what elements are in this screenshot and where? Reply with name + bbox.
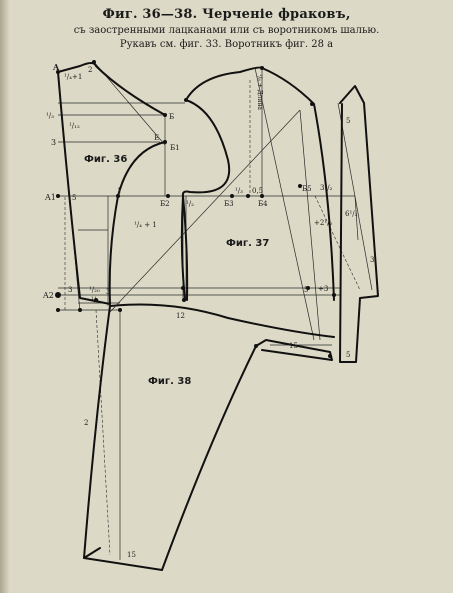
measure-zero-five: 0,5 [252,187,263,195]
measure-one: 1 [117,187,121,195]
measure-depth: ¹/₈ + Длина [256,74,263,110]
page-subtitle: съ заостренными лацканами или съ воротни… [73,25,380,36]
measure-plus-three: +3 [318,285,328,293]
back-neckline [57,62,166,116]
point-B2: Б2 [160,200,170,208]
point-E: Е [154,134,159,142]
construction-points [55,60,336,358]
point-B1: Б1 [170,144,180,152]
measure-two-b: 2 [84,419,88,427]
skirt-back-edge [83,305,163,571]
measure-twelve: 12 [176,312,185,320]
measure-five-b: 5 [304,286,308,294]
measure-three-c: 3 [106,288,110,296]
measure-fifteen-b: 15 [127,551,136,559]
measure-three-d: 3 [370,256,374,264]
page-reference: Рукавъ см. фиг. 33. Воротникъ фиг. 28 а [119,39,334,50]
point-B5: Б5 [302,185,312,193]
point-B: Б [169,113,174,121]
front-lapel-edge [261,67,335,301]
skirt-hem-corner [83,547,101,559]
measure-back-width: ¹/₄ + 1 [134,221,157,229]
measure-half-b: ¹/₂ [91,296,99,304]
measure-one-third: ¹/₃ [46,112,54,120]
measure-two: 2 [88,66,92,74]
measure-quarter-plus-one: ¹/₄+1 [64,73,82,81]
fig36-label: Фиг. 36 [84,154,127,165]
fig37-label: Фиг. 37 [226,238,269,249]
front-armhole [181,99,231,197]
pattern-outlines [57,62,379,571]
measure-sleeve-top: 6¹/₂ [345,210,358,218]
measure-side-mark: +2¹/₂ [314,219,332,227]
page-edge [0,0,10,593]
measure-fifteen-a: 15 [289,342,298,350]
front-waist [109,303,335,338]
measure-one-twelfth: ¹/₁₂ [69,122,80,130]
front-lapel-top [185,66,263,101]
measure-five: 5 [72,194,76,202]
back-centre-seam [57,71,111,305]
point-B4: Б4 [258,200,268,208]
measure-three: 3 [51,138,56,147]
measure-one-twentieth: ¹/₂₀ [89,286,100,294]
measure-three-half: 3¹/₂ [320,184,333,192]
measure-three-b: 3 [68,286,72,294]
fig38-label: Фиг. 38 [148,376,191,387]
point-A: A [52,62,60,72]
point-B3: Б3 [224,200,234,208]
point-A1: A1 [44,193,56,202]
measure-five-c: 5 [346,117,350,125]
measure-one-third-b: ¹/₃ [235,187,243,195]
point-A2: A2 [42,291,54,300]
page-title: Фиг. 36—38. Черченіе фраковъ, [102,7,351,22]
dashed-lines [64,80,361,556]
construction-lines [57,61,373,560]
collar-strip [339,85,379,363]
measure-five-d: 5 [346,351,350,359]
skirt-front-edge [161,339,333,571]
side-seam-right [182,195,189,301]
measure-half: ¹/₂ [186,200,194,208]
